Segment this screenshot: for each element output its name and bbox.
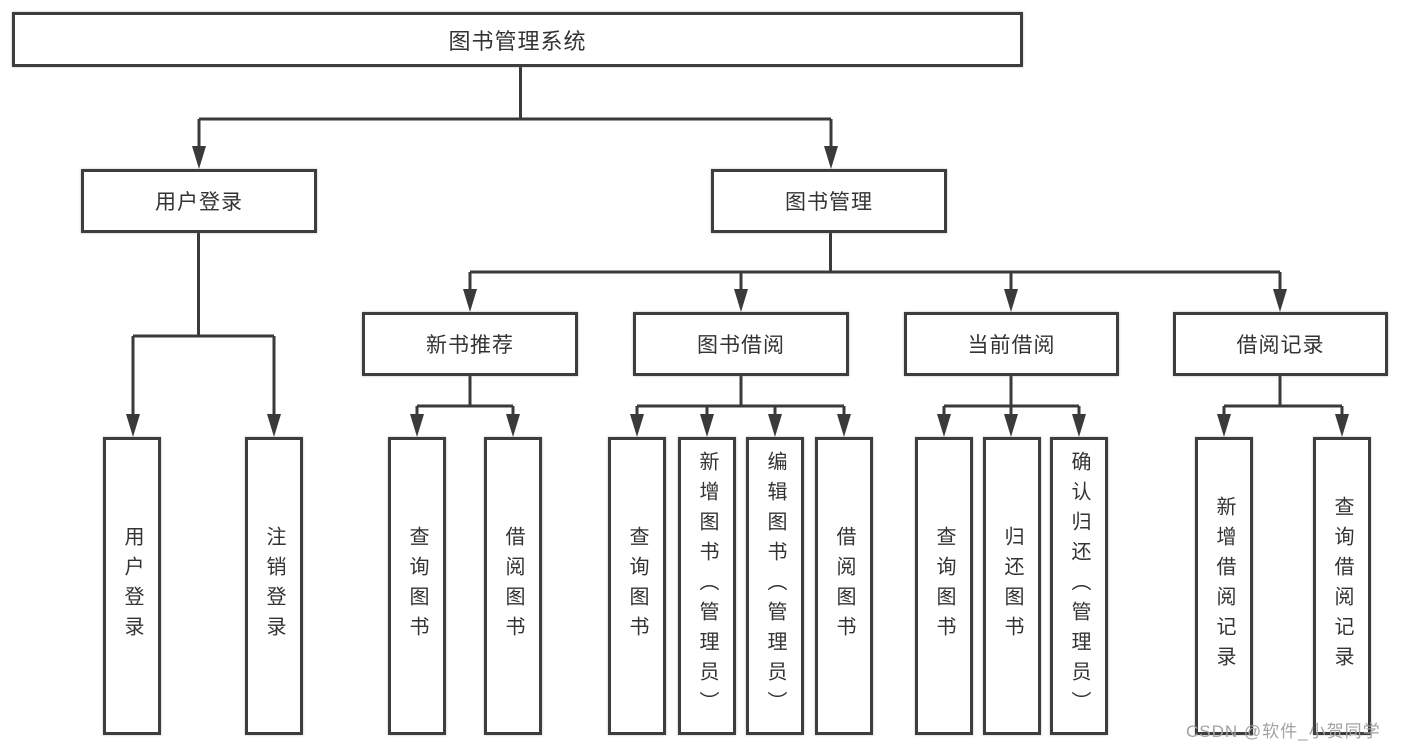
leaf-edit-books-admin: 编辑图书（管理员） [746, 437, 804, 735]
arrowhead-icon [506, 414, 520, 437]
arrowhead-icon [1217, 414, 1231, 437]
arrowhead-icon [700, 414, 714, 437]
node-label: 借阅图书 [502, 526, 524, 646]
leaf-logout: 注销登录 [245, 437, 303, 735]
node-label: 图书管理系统 [448, 28, 587, 54]
node-label: 新增借阅记录 [1213, 496, 1235, 676]
leaf-return-books: 归还图书 [983, 437, 1041, 735]
node-label: 新增图书（管理员） [696, 451, 718, 721]
leaf-add-borrow-record: 新增借阅记录 [1195, 437, 1253, 735]
node-label: 新书推荐 [426, 334, 514, 357]
connector-new-book-split [415, 376, 515, 416]
arrowhead-icon [937, 414, 951, 437]
arrowheads-new-book [410, 414, 520, 437]
connector-user-login-split [131, 233, 276, 416]
connector-book-borrow-split [635, 376, 846, 416]
node-label: 查询图书 [933, 526, 955, 646]
arrowheads-user-login [126, 414, 281, 437]
arrowhead-icon [630, 414, 644, 437]
node-borrowing-records: 借阅记录 [1173, 312, 1388, 376]
arrowhead-icon [192, 146, 206, 169]
node-label: 用户登录 [121, 526, 143, 646]
connector-current-borrow-split [942, 376, 1081, 416]
node-label: 编辑图书（管理员） [764, 451, 786, 721]
leaf-user-login: 用户登录 [103, 437, 161, 735]
node-label: 注销登录 [263, 526, 285, 646]
node-label: 查询图书 [406, 526, 428, 646]
node-library-system: 图书管理系统 [12, 12, 1023, 67]
node-label: 归还图书 [1001, 526, 1023, 646]
connector-root-split [197, 67, 833, 149]
node-new-book-recommend: 新书推荐 [362, 312, 578, 376]
arrowhead-icon [1072, 414, 1086, 437]
arrowheads-current-borrow [937, 414, 1086, 437]
node-label: 借阅图书 [833, 526, 855, 646]
leaf-borrow-books-recommend: 借阅图书 [484, 437, 542, 735]
node-current-borrowing: 当前借阅 [904, 312, 1119, 376]
connector-book-mgmt-split [468, 233, 1282, 291]
leaf-query-borrow-record: 查询借阅记录 [1313, 437, 1371, 735]
arrowhead-icon [1004, 289, 1018, 312]
arrowhead-icon [824, 146, 838, 169]
csdn-watermark: CSDN @软件_小贺同学 [1186, 722, 1381, 741]
arrowhead-icon [463, 289, 477, 312]
node-label: 图书借阅 [697, 334, 785, 357]
leaf-query-books-borrow: 查询图书 [608, 437, 666, 735]
node-label: 查询图书 [626, 526, 648, 646]
node-user-login: 用户登录 [81, 169, 317, 233]
arrowhead-icon [126, 414, 140, 437]
arrowhead-icon [837, 414, 851, 437]
arrowhead-icon [410, 414, 424, 437]
arrowheads-book-borrow [630, 414, 851, 437]
arrowhead-icon [1335, 414, 1349, 437]
arrowheads-level2 [192, 146, 838, 169]
leaf-confirm-return-admin: 确认归还（管理员） [1050, 437, 1108, 735]
node-label: 用户登录 [155, 191, 243, 214]
arrowhead-icon [267, 414, 281, 437]
connector-borrow-records-split [1222, 376, 1344, 416]
leaf-borrow-books: 借阅图书 [815, 437, 873, 735]
arrowheads-borrow-records [1217, 414, 1349, 437]
node-label: 查询借阅记录 [1331, 496, 1353, 676]
arrowheads-level3 [463, 289, 1287, 312]
arrowhead-icon [1004, 414, 1018, 437]
leaf-query-books-recommend: 查询图书 [388, 437, 446, 735]
node-book-borrowing: 图书借阅 [633, 312, 849, 376]
node-label: 当前借阅 [967, 334, 1056, 357]
node-book-management: 图书管理 [711, 169, 947, 233]
arrowhead-icon [1273, 289, 1287, 312]
leaf-add-books-admin: 新增图书（管理员） [678, 437, 736, 735]
node-label: 确认归还（管理员） [1068, 451, 1090, 721]
node-label: 图书管理 [785, 191, 873, 214]
leaf-query-books-current: 查询图书 [915, 437, 973, 735]
node-label: 借阅记录 [1236, 334, 1325, 357]
arrowhead-icon [768, 414, 782, 437]
arrowhead-icon [734, 289, 748, 312]
